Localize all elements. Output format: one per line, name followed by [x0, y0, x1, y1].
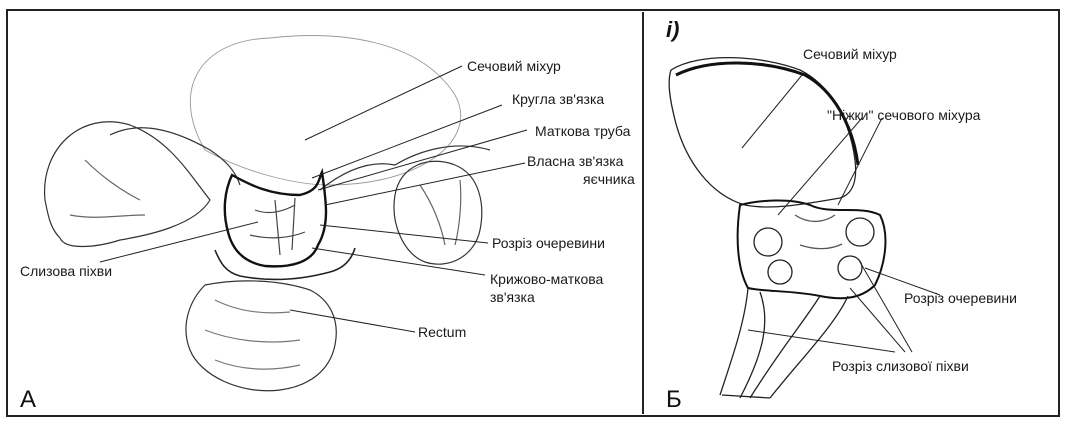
panel-letter-b: Б	[666, 387, 682, 413]
label-peritoneum-incision-a: Розріз очеревини	[492, 235, 605, 251]
label-round-ligament: Кругла зв'язка	[512, 91, 604, 107]
label-sacrouterine-line2: зв'язка	[490, 289, 535, 305]
label-bladder-pillars: "Ніжки" сечового міхура	[827, 107, 980, 123]
right-ovary	[394, 161, 482, 264]
label-peritoneum-incision-b: Розріз очеревини	[904, 290, 1017, 306]
label-rectum: Rectum	[418, 324, 466, 340]
vessel-1	[754, 228, 782, 256]
panel-b-corner-mark: i)	[666, 17, 679, 43]
vaginal-wall	[720, 288, 848, 398]
vessel-3	[846, 218, 874, 246]
panel-letter-a: А	[20, 387, 36, 413]
label-vaginal-mucosa-incision: Розріз слизової піхви	[832, 358, 969, 374]
right-tube	[320, 146, 490, 190]
vessel-2	[768, 260, 792, 284]
uterus-incision	[225, 172, 326, 266]
label-bladder-b: Сечовий міхур	[803, 46, 897, 62]
label-uterine-tube: Маткова труба	[535, 123, 630, 139]
label-ovarian-ligament-line1: Власна зв'язка	[527, 153, 623, 169]
left-ovary	[45, 122, 210, 247]
bladder-outline-a	[190, 36, 460, 185]
label-sacrouterine-line1: Крижово-маткова	[490, 271, 603, 287]
label-vaginal-mucosa: Слизова піхви	[20, 263, 112, 279]
label-bladder-a: Сечовий міхур	[467, 58, 561, 74]
label-ovarian-ligament-line2: яєчника	[583, 171, 635, 187]
rectum-outline	[186, 281, 336, 391]
cervix-area	[215, 248, 355, 279]
bladder-section	[669, 58, 855, 207]
vessel-4	[838, 256, 862, 280]
pelvic-cross-section	[738, 200, 886, 298]
